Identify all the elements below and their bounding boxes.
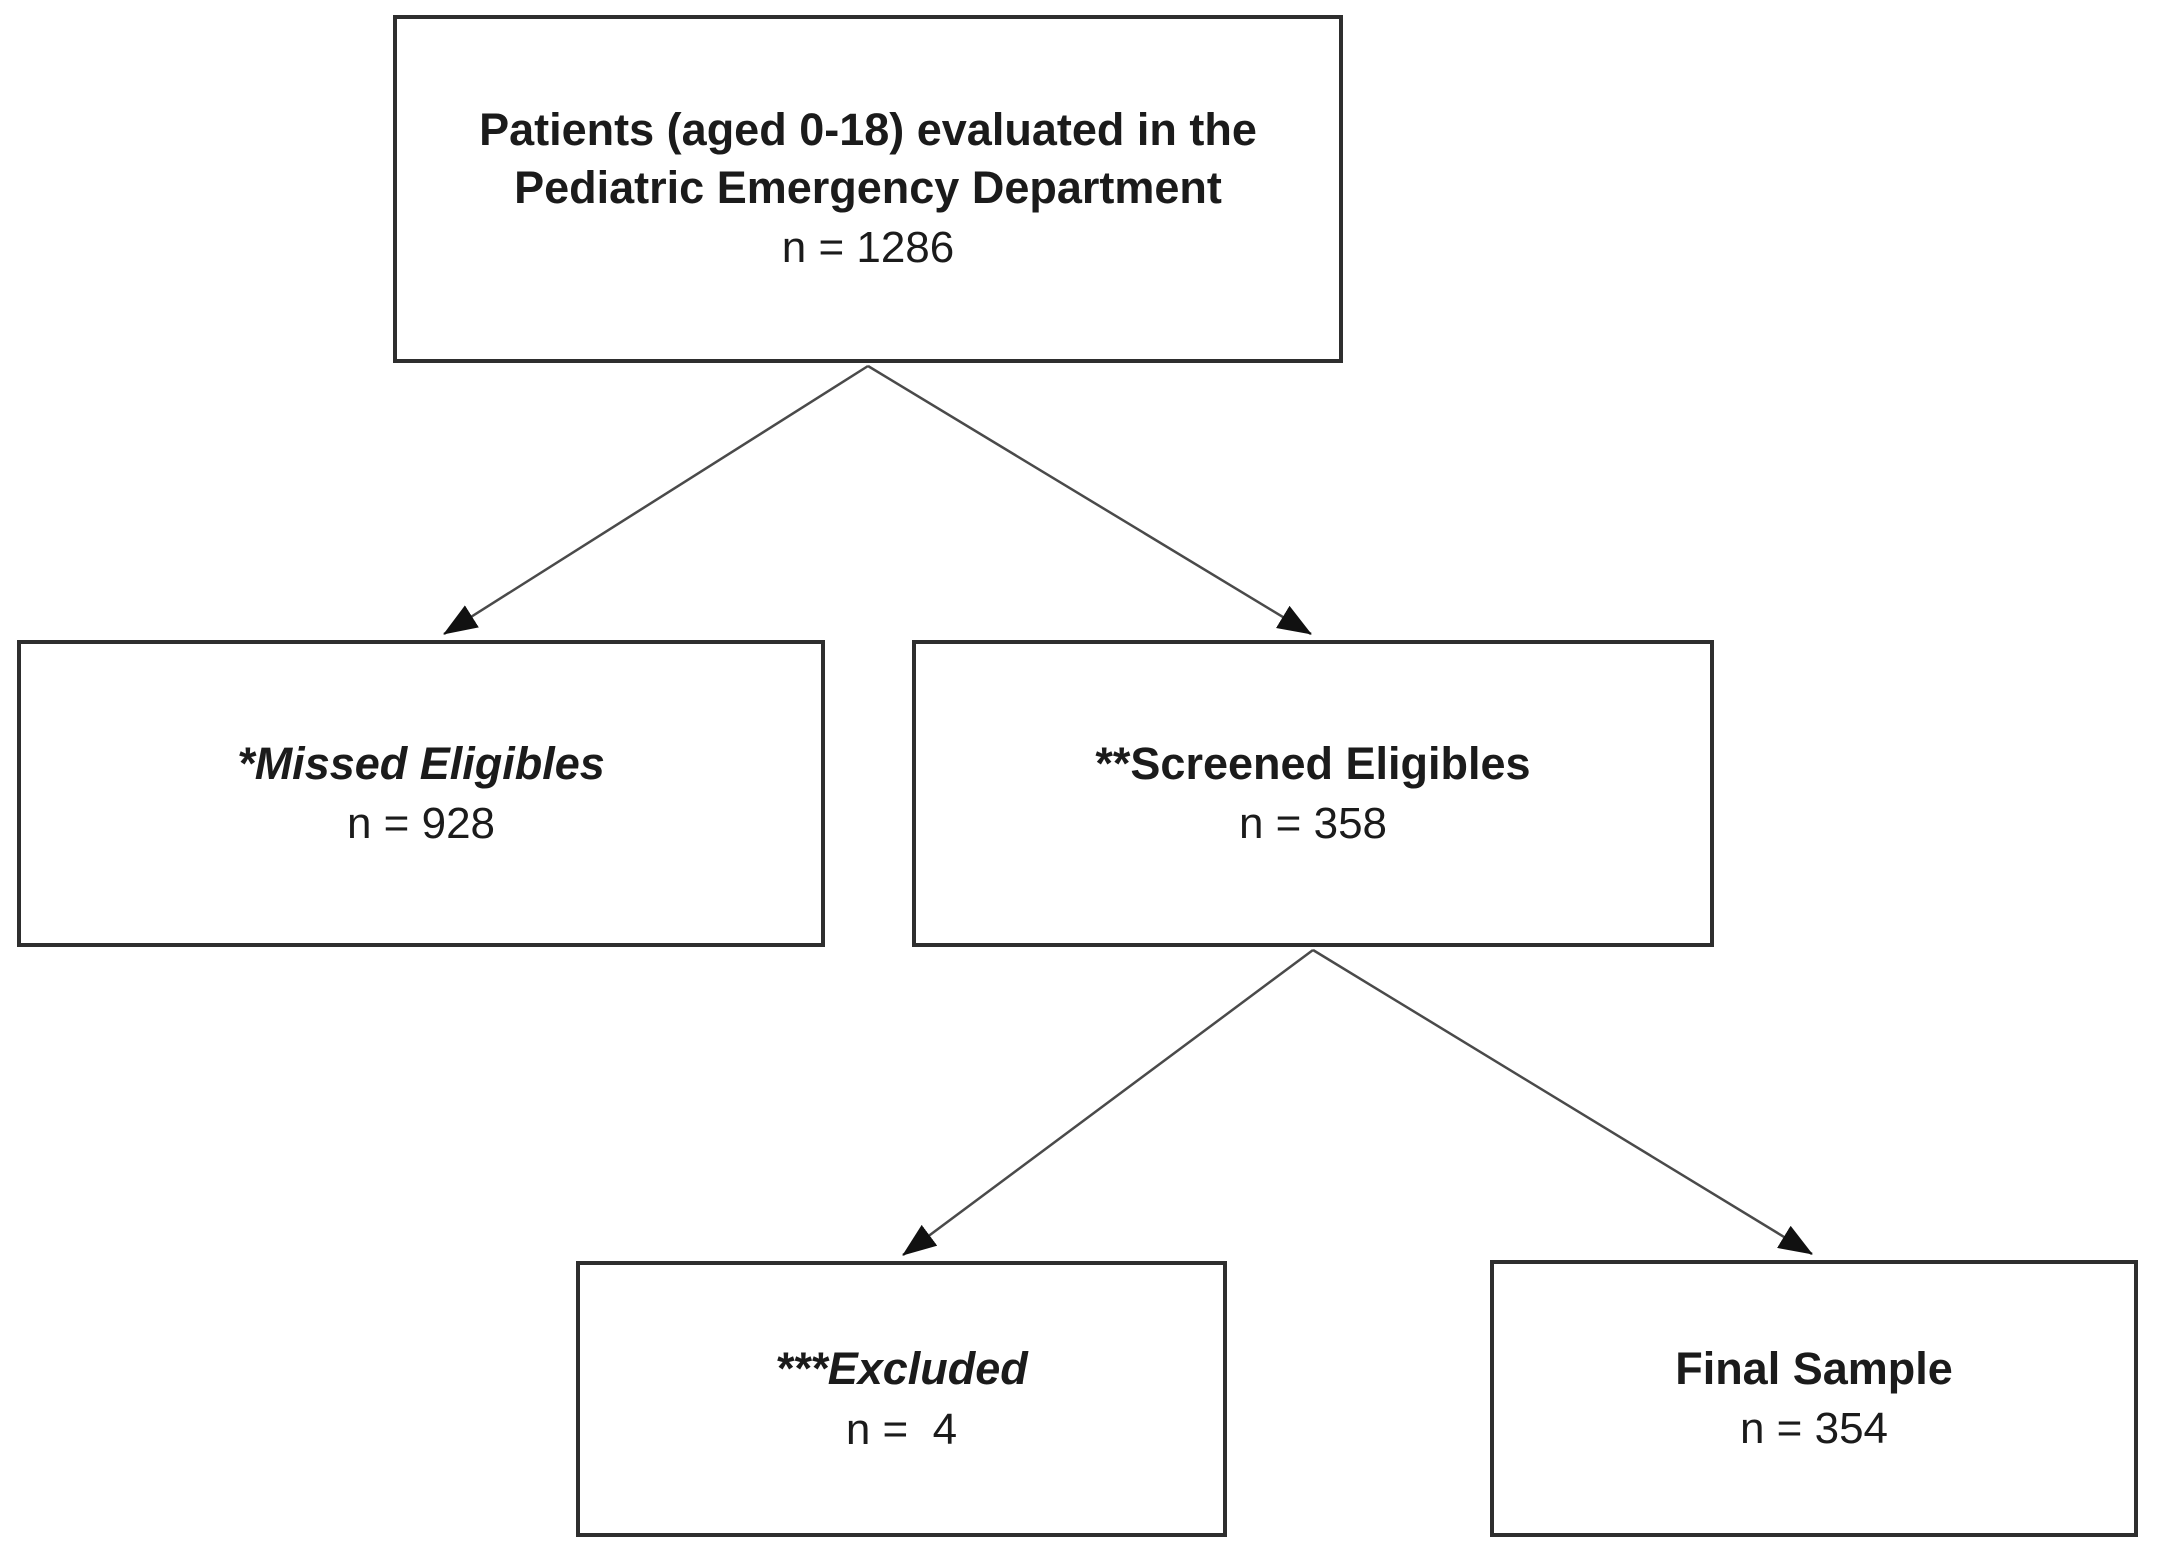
arrow-screened-to-final — [1312, 948, 1813, 1256]
node-label-line: *Missed Eligibles — [237, 737, 605, 789]
arrow-screened-to-excluded — [902, 948, 1314, 1257]
node-screened-eligibles: **Screened Eligibles n = 358 — [912, 640, 1714, 947]
node-label: Patients (aged 0-18) evaluated in the Pe… — [479, 101, 1257, 216]
node-label-line: **Screened Eligibles — [1095, 737, 1531, 789]
node-label-line: Patients (aged 0-18) evaluated in the — [479, 104, 1257, 156]
node-final-sample: Final Sample n = 354 — [1490, 1260, 2138, 1537]
node-label-line: ***Excluded — [775, 1343, 1028, 1395]
node-missed-eligibles: *Missed Eligibles n = 928 — [17, 640, 825, 947]
arrow-root-to-missed — [443, 364, 869, 636]
node-label: Final Sample — [1675, 1340, 1953, 1398]
node-label: *Missed Eligibles — [237, 735, 605, 793]
arrow-root-to-screened — [867, 364, 1312, 636]
node-count: n = 4 — [845, 1404, 958, 1454]
node-excluded: ***Excluded n = 4 — [576, 1261, 1227, 1537]
node-label: **Screened Eligibles — [1095, 735, 1530, 793]
node-label-line: Pediatric Emergency Department — [514, 161, 1222, 213]
node-count: n = 928 — [346, 799, 496, 849]
node-label: ***Excluded — [775, 1340, 1028, 1398]
node-count: n = 354 — [1739, 1404, 1889, 1454]
node-label-line: Final Sample — [1675, 1342, 1953, 1394]
node-patients-evaluated: Patients (aged 0-18) evaluated in the Pe… — [393, 15, 1343, 363]
node-count: n = 1286 — [781, 223, 955, 273]
node-count: n = 358 — [1238, 799, 1388, 849]
